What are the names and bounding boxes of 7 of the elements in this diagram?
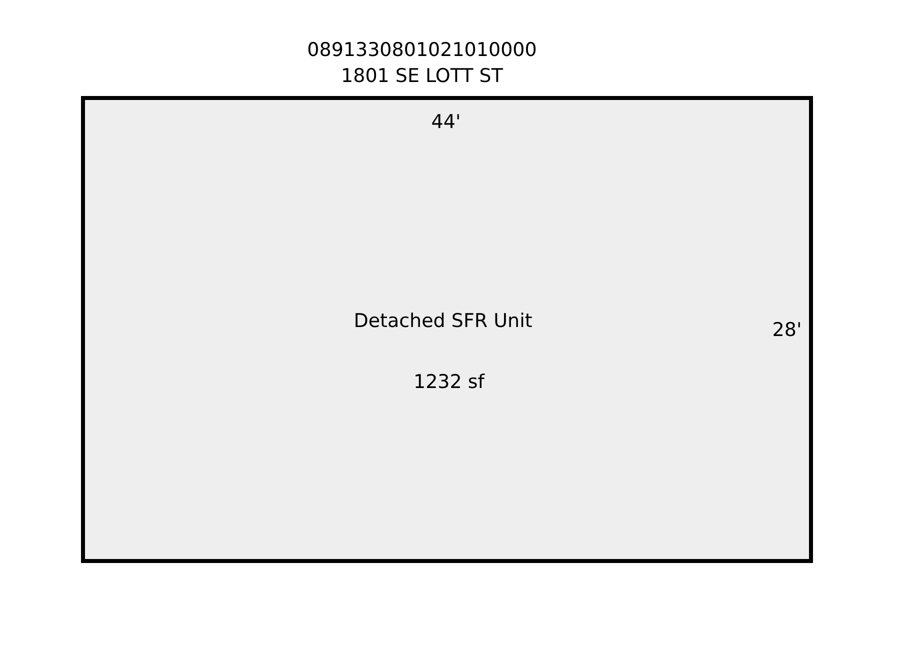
floor-plan-room xyxy=(81,96,813,563)
dimension-label: 28' xyxy=(772,319,802,341)
address: 1801 SE LOTT ST xyxy=(341,65,503,87)
dimension-label: 44' xyxy=(431,111,461,133)
room-name: Detached SFR Unit xyxy=(354,310,532,332)
room-area: 1232 sf xyxy=(414,371,484,393)
parcel-number: 0891330801021010000 xyxy=(307,39,537,61)
